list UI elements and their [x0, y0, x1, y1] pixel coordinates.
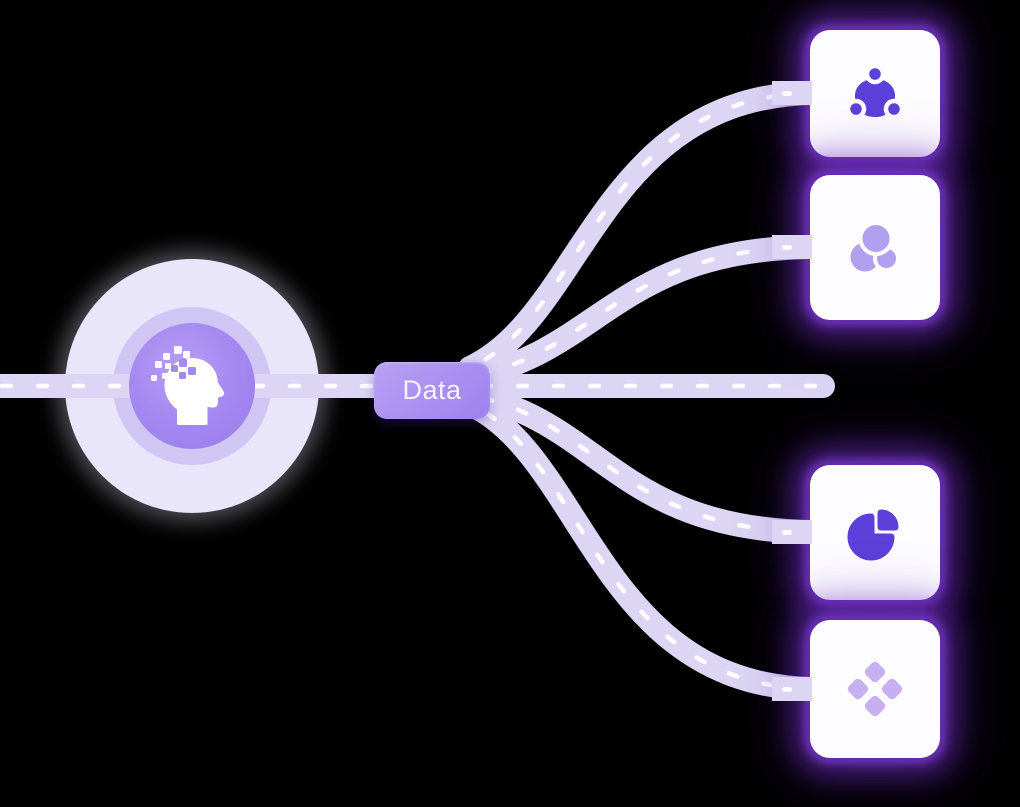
pipe-dash	[782, 91, 792, 96]
pipe-stub-card-1	[772, 81, 812, 105]
team-meeting-icon	[845, 63, 905, 119]
pixel-float-squares	[151, 346, 190, 381]
output-card-groups	[810, 175, 940, 320]
pipe-stub-card-4	[772, 677, 812, 701]
pipe-to-card-4	[458, 392, 830, 701]
pipe-stub-card-2	[772, 235, 812, 259]
data-hub-label: Data	[402, 375, 462, 405]
pie-chart-icon	[847, 509, 899, 560]
diamond-cluster-icon	[847, 661, 903, 717]
pixel-bite-squares	[171, 359, 196, 379]
output-card-team	[810, 30, 940, 157]
data-hub-label-box: Data	[374, 362, 490, 419]
pipe-dashes	[467, 90, 821, 371]
overlapping-circles-icon	[850, 220, 900, 272]
pipe-stub-card-3	[772, 520, 812, 544]
output-card-pie	[810, 465, 940, 600]
pipe-dash	[782, 530, 792, 535]
pipe-dash	[782, 687, 792, 692]
pipe-dash	[782, 245, 792, 250]
pipe-dashes	[469, 393, 821, 535]
output-card-diamonds	[810, 620, 940, 758]
pipe-to-card-1	[458, 81, 830, 380]
pipe-dashes	[467, 401, 821, 692]
pipe-dashes	[469, 244, 821, 379]
pixelated-head-icon	[151, 346, 225, 425]
